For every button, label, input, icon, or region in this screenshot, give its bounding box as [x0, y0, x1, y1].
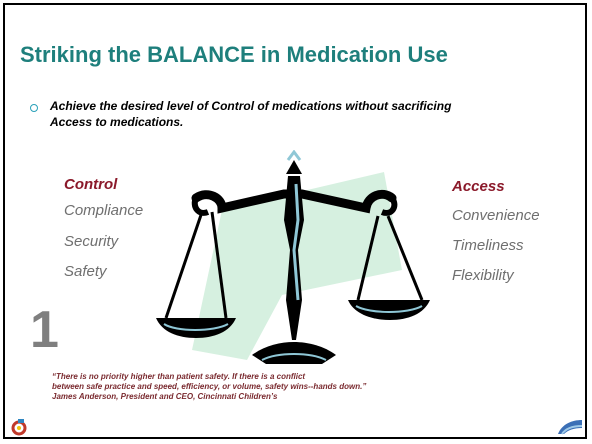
access-item-convenience: Convenience [452, 207, 540, 224]
cincinnati-childrens-logo-icon [11, 419, 27, 436]
access-heading: Access [452, 178, 505, 195]
slide-border [3, 3, 587, 439]
bullet-icon [30, 104, 38, 112]
control-item-security: Security [64, 233, 119, 250]
balance-scale-icon [156, 150, 430, 364]
access-item-flexibility: Flexibility [452, 267, 514, 284]
access-item-timeliness: Timeliness [452, 237, 524, 254]
bullet-text: Achieve the desired level of Control of … [50, 99, 452, 129]
control-heading: Control [64, 176, 118, 193]
corner-logo-icon [558, 420, 583, 435]
quote-block: “There is no priority higher than patien… [52, 372, 512, 402]
quote-line-1: “There is no priority higher than patien… [52, 372, 306, 381]
quote-line-2: between safe practice and speed, efficie… [52, 382, 367, 391]
quote-attribution: James Anderson, President and CEO, Cinci… [52, 392, 278, 401]
control-item-compliance: Compliance [64, 202, 144, 219]
slide-title: Striking the BALANCE in Medication Use [20, 42, 448, 67]
control-item-safety: Safety [64, 263, 107, 280]
slide-number: 1 [30, 301, 59, 359]
